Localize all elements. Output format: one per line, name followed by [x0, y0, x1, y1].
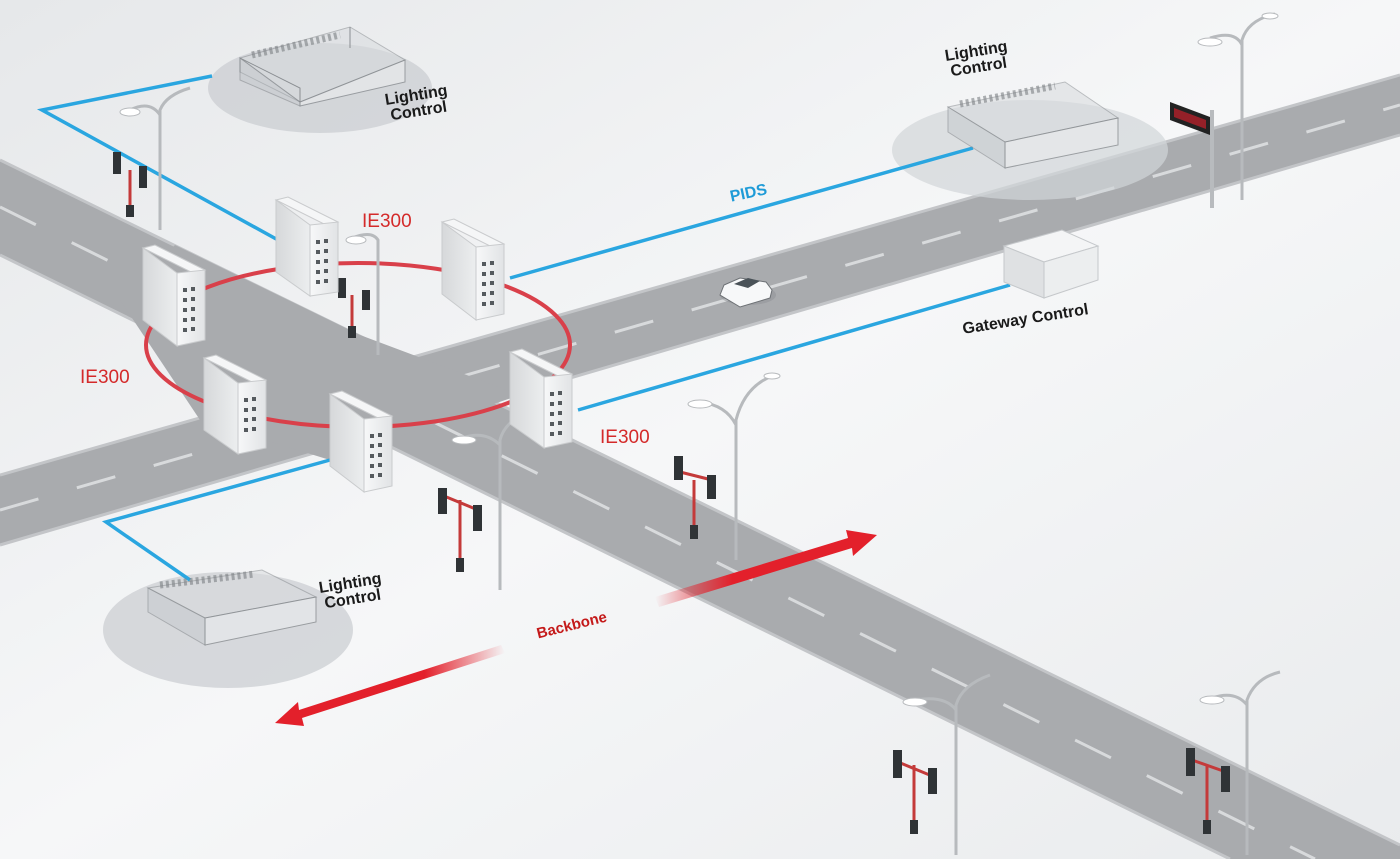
- lighting-cabinet-icon: [146, 569, 318, 646]
- industrial-switch-icon: [274, 196, 340, 297]
- traffic-light-icon: [338, 278, 370, 338]
- backbone-arrows: [275, 530, 877, 726]
- backbone-arrow-left: [275, 645, 505, 726]
- traffic-light-icon: [1186, 748, 1230, 834]
- traffic-light-icon: [893, 750, 937, 834]
- industrial-switch-icon: [202, 354, 268, 455]
- link-pids: [509, 146, 974, 280]
- ie300-label-left: IE300: [80, 367, 130, 388]
- traffic-light-icon: [438, 488, 482, 572]
- industrial-switch-icon: [440, 218, 506, 322]
- traffic-light-icon: [674, 456, 716, 539]
- gateway-box-icon: [1002, 229, 1100, 299]
- link-gateway: [577, 283, 1011, 412]
- backbone-arrow-right: [655, 530, 877, 607]
- ie300-label-top: IE300: [362, 211, 412, 232]
- industrial-switch-icon: [328, 390, 394, 494]
- link-bottom-left-cabinet: [101, 458, 331, 582]
- industrial-switch-icon: [141, 244, 207, 348]
- lighting-cabinet-icon: [238, 26, 407, 107]
- industrial-switch-icon: [508, 348, 574, 449]
- lighting-cabinet-icon: [946, 81, 1120, 169]
- led-sign-icon: [1170, 102, 1214, 208]
- traffic-light-icon: [113, 152, 147, 217]
- ethernet-links: [36, 74, 1011, 582]
- street-light-heads: [119, 12, 1279, 707]
- ie300-label-right: IE300: [600, 427, 650, 448]
- link-top-left-cabinet: [36, 74, 279, 242]
- car-icon: [719, 277, 776, 308]
